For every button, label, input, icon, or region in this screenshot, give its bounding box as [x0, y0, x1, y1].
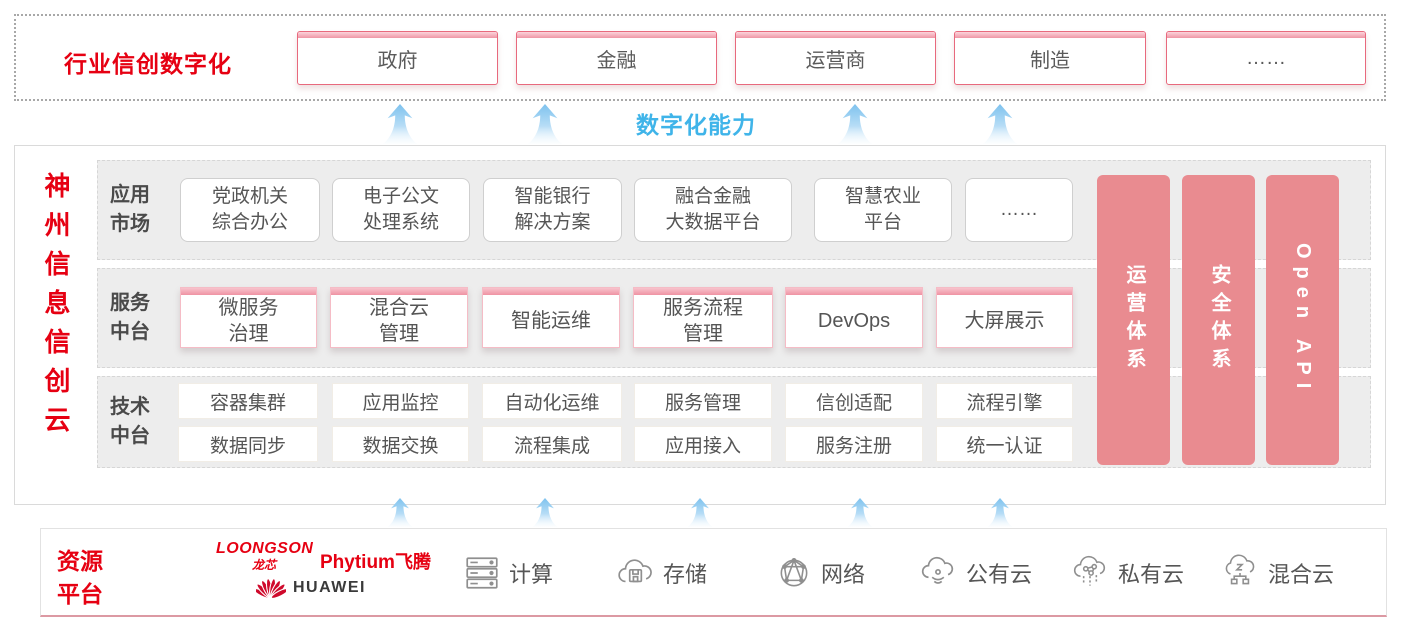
resource-item-label: 网络: [821, 562, 866, 587]
side-bar-open-api: Open API: [1266, 175, 1339, 465]
resource-item-hybrid-cloud: 混合云: [1220, 551, 1334, 595]
tech-box: 统一认证: [936, 426, 1073, 462]
tech-box: 流程引擎: [936, 383, 1073, 419]
industry-box-government: 政府: [297, 31, 498, 85]
phytium-logo-cn: 飞腾: [394, 552, 431, 572]
resource-item-public-cloud: 公有云: [918, 551, 1032, 595]
service-platform-label: 服务 中台: [110, 292, 150, 343]
tech-box: 应用监控: [332, 383, 469, 419]
resource-item-private-cloud: 私有云: [1070, 551, 1184, 595]
side-bar-security-system: 安全体系: [1182, 175, 1255, 465]
hybrid-cloud-icon: [1225, 554, 1255, 585]
up-arrow-icon: [845, 498, 875, 527]
up-arrow-icon: [685, 498, 715, 527]
industry-box-finance: 金融: [516, 31, 717, 85]
industry-box-label: 政府: [377, 49, 418, 72]
resource-item-label: 存储: [663, 562, 708, 587]
compute-icon: [466, 557, 498, 589]
up-arrow-icon: [985, 498, 1015, 527]
app-box: 智能银行 解决方案: [483, 178, 622, 242]
service-box: 大屏展示: [936, 287, 1073, 348]
resource-platform-section: [40, 528, 1387, 617]
app-market-label: 应用 市场: [110, 184, 150, 235]
tech-box: 数据交换: [332, 426, 469, 462]
app-box: 融合金融 大数据平台: [634, 178, 792, 242]
service-box: 微服务 治理: [180, 287, 317, 348]
service-box: 智能运维: [482, 287, 620, 348]
industry-box-label: 运营商: [805, 49, 866, 72]
resource-item-label: 混合云: [1268, 562, 1335, 587]
industry-box-label: 金融: [596, 49, 637, 72]
phytium-logo-text: Phytium: [320, 552, 395, 573]
tech-box: 应用接入: [634, 426, 772, 462]
service-box: 服务流程 管理: [633, 287, 773, 348]
cloud-platform-title: 神州信息信创云: [41, 172, 71, 445]
loongson-logo-cn: 龙芯: [251, 558, 276, 572]
private-cloud-icon: [1073, 555, 1106, 586]
resource-platform-label: 资源 平台: [57, 548, 103, 608]
industry-box-operator: 运营商: [735, 31, 936, 85]
resource-item-network: 网络: [775, 551, 865, 595]
loongson-logo: LOONGSON 龙芯: [216, 540, 314, 573]
tech-box: 信创适配: [785, 383, 923, 419]
industry-box-more: ……: [1166, 31, 1366, 85]
phytium-logo: Phytium飞腾: [320, 548, 431, 574]
service-box: 混合云 管理: [330, 287, 468, 348]
app-box: 党政机关 综合办公: [180, 178, 320, 242]
app-box: 智慧农业 平台: [814, 178, 952, 242]
service-box: DevOps: [785, 287, 923, 348]
huawei-logo: HUAWEI: [256, 576, 366, 600]
industry-box-label: 制造: [1030, 49, 1070, 72]
resource-item-label: 公有云: [966, 562, 1033, 587]
huawei-logo-text: HUAWEI: [293, 579, 366, 596]
tech-box: 数据同步: [178, 426, 318, 462]
industry-box-manufacturing: 制造: [954, 31, 1146, 85]
side-bar-operation-system: 运营体系: [1097, 175, 1170, 465]
up-arrow-icon: [527, 104, 563, 144]
tech-box: 服务注册: [785, 426, 923, 462]
tech-box: 服务管理: [634, 383, 772, 419]
loongson-logo-text: LOONGSON: [216, 540, 314, 557]
tech-platform-label: 技术 中台: [110, 396, 150, 447]
up-arrow-icon: [982, 104, 1018, 144]
resource-item-label: 私有云: [1118, 562, 1185, 587]
network-icon: [780, 557, 808, 587]
app-box: 电子公文 处理系统: [332, 178, 470, 242]
resource-item-storage: 存储: [615, 551, 707, 595]
app-box-more: ……: [965, 178, 1073, 242]
up-arrow-icon: [382, 104, 418, 144]
tech-box: 容器集群: [178, 383, 318, 419]
storage-icon: [618, 559, 652, 583]
up-arrow-icon: [837, 104, 873, 144]
up-arrow-icon: [385, 498, 415, 527]
capability-label: 数字化能力: [636, 112, 756, 138]
tech-box: 自动化运维: [482, 383, 622, 419]
resource-item-compute: 计算: [463, 551, 553, 595]
huawei-flower-icon: [256, 578, 286, 599]
public-cloud-icon: [921, 556, 954, 584]
up-arrow-icon: [530, 498, 560, 527]
resource-item-label: 计算: [509, 562, 554, 587]
industry-section-title: 行业信创数字化: [64, 51, 232, 77]
industry-box-label: ……: [1246, 46, 1286, 69]
tech-box: 流程集成: [482, 426, 622, 462]
